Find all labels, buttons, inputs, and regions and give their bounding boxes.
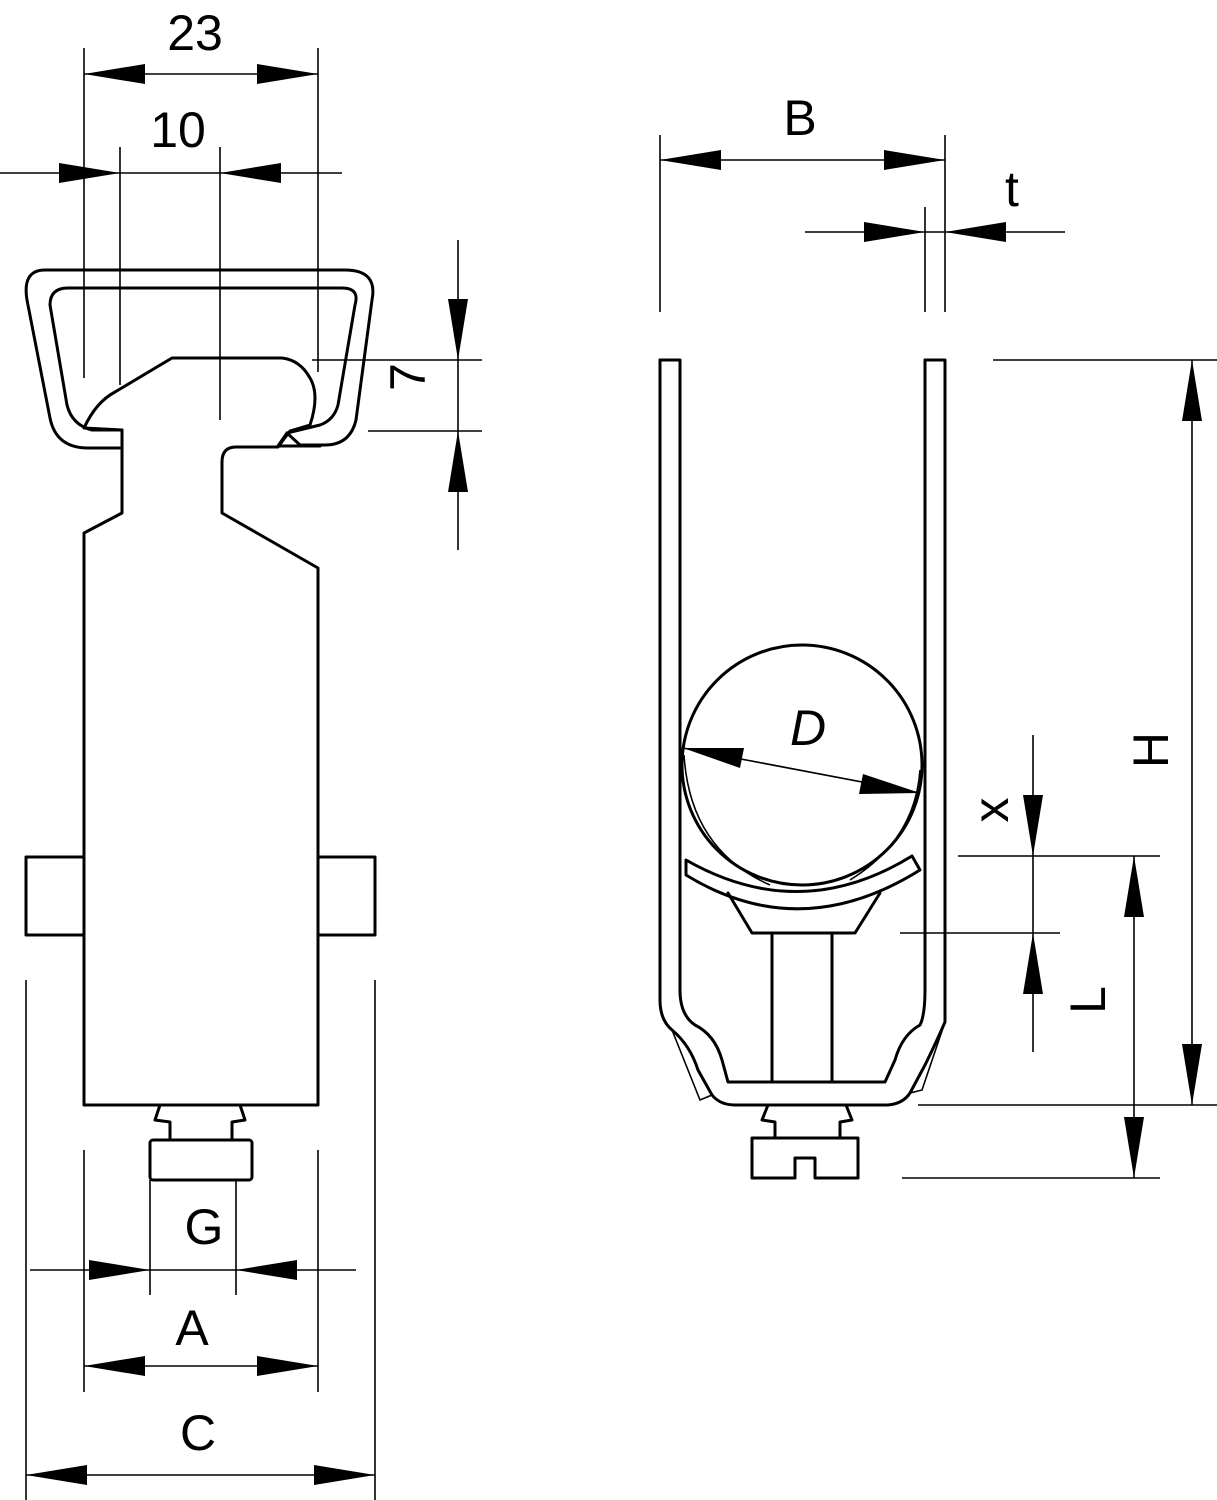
side-view: B t D H [658, 90, 1217, 1180]
dim-10: 10 [0, 102, 342, 420]
dim-L-label: L [1060, 986, 1116, 1014]
dim-10-label: 10 [150, 102, 206, 158]
strap-outer [658, 358, 947, 1107]
dim-L: L [902, 856, 1160, 1179]
pipe-circle [680, 643, 924, 887]
pipe-inner-arc [683, 754, 921, 886]
dim-23-label: 23 [167, 5, 223, 61]
dim-7: 7 [312, 240, 482, 550]
dim-D-label: D [790, 700, 826, 756]
dim-G: G [30, 1180, 356, 1295]
dim-t-label: t [1005, 161, 1019, 217]
saddle-cone [726, 891, 882, 935]
strap-wedge-right [909, 1021, 946, 1094]
strap-inner [658, 358, 927, 1084]
side-screw-head [750, 1136, 860, 1180]
dim-t: t [805, 161, 1065, 312]
dim-G-label: G [185, 1199, 224, 1255]
dim-A-label: A [175, 1300, 209, 1356]
dim-H-label: H [1123, 732, 1179, 768]
dim-23: 23 [83, 5, 319, 378]
dim-A: A [83, 1150, 319, 1392]
right-lug [316, 855, 377, 937]
wire-clip-outer [24, 268, 375, 450]
hanger-body [82, 356, 320, 1107]
left-lug [24, 855, 86, 937]
dim-C-label: C [180, 1405, 216, 1461]
dim-x: x [900, 735, 1160, 1052]
dim-C: C [25, 980, 376, 1500]
side-screw-neck [760, 1103, 854, 1140]
strap-wedge-left [671, 1029, 713, 1102]
screw-head [148, 1138, 254, 1182]
dim-x-label: x [963, 798, 1019, 823]
dim-B-label: B [783, 90, 816, 146]
dim-D: D [682, 700, 921, 794]
dim-H: H [918, 359, 1217, 1106]
dim-B: B [659, 90, 946, 312]
front-view: 23 10 7 G [0, 5, 482, 1500]
saddle [684, 854, 922, 911]
dim-7-label: 7 [380, 363, 436, 391]
screw-neck [153, 1103, 247, 1142]
